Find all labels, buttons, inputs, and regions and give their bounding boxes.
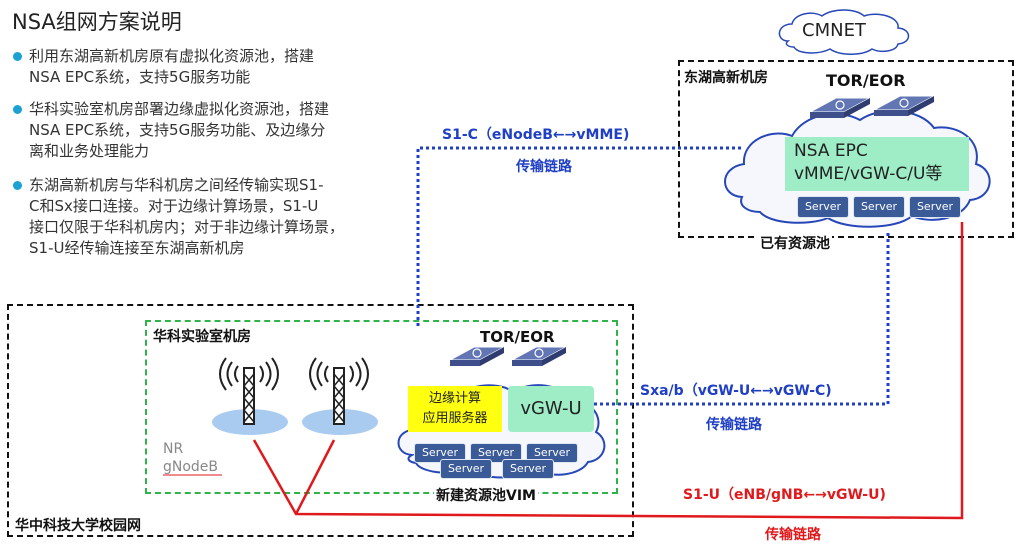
huake-room-label: 华科实验室机房 — [153, 329, 251, 345]
huake-switch-label: TOR/EOR — [480, 328, 555, 346]
bullet-1-line-1: 利用东湖高新机房原有虚拟化资源池，搭建 — [29, 47, 315, 65]
bullet-3-line-3: 接口仅限于华科机房内；对于非边缘计算场景， — [29, 218, 345, 236]
sxa-link-line — [594, 230, 890, 406]
donghu-switch-icon — [873, 95, 935, 116]
nr-label: NR — [163, 441, 184, 457]
donghu-room-label: 东湖高新机房 — [684, 70, 768, 86]
antenna-tower-icon — [302, 357, 378, 435]
huake-server: Server — [502, 459, 554, 479]
s1c-link-label: S1-C（eNodeB←→vMME) — [442, 127, 630, 143]
donghu-epc-line-1: NSA EPC — [794, 141, 868, 161]
edge-app-server-box: 边缘计算 应用服务器 — [408, 386, 502, 432]
bullet-3-line-1: 东湖高新机房与华科机房之间经传输实现S1- — [29, 176, 324, 194]
bullet-3-line-4: S1-U经传输连接至东湖高新机房 — [29, 239, 245, 257]
cmnet-cloud-icon — [778, 9, 910, 55]
huake-room-box — [145, 320, 618, 494]
s1c-transport-label: 传输链路 — [516, 159, 572, 175]
bullet-2-line-2: NSA EPC系统，支持5G服务功能、及边缘分 — [29, 121, 326, 139]
s1c-link-line — [416, 146, 742, 326]
bullet-2-line-1: 华科实验室机房部署边缘虚拟化资源池，搭建 — [29, 100, 330, 118]
cmnet-label: CMNET — [802, 20, 866, 41]
s1u-transport-label: 传输链路 — [765, 527, 821, 543]
s1u-link-line — [252, 222, 964, 520]
gnodeb-label: gNodeB — [163, 459, 219, 475]
bullet-dot-icon — [13, 181, 22, 190]
donghu-pool-label: 已有资源池 — [758, 233, 832, 253]
huake-server: Server — [414, 443, 466, 463]
bullet-dot-icon — [13, 105, 22, 114]
vgw-u-box: vGW-U — [508, 386, 594, 432]
donghu-switch-label: TOR/EOR — [826, 71, 906, 90]
bullet-dot-icon — [13, 52, 22, 61]
antenna-tower-icon — [212, 357, 288, 435]
campus-network-label: 华中科技大学校园网 — [15, 518, 141, 534]
bullet-2-line-3: 离和业务处理能力 — [29, 142, 150, 160]
donghu-epc-box: NSA EPC vMME/vGW-C/U等 — [785, 137, 969, 191]
huake-switch-icon — [449, 346, 505, 366]
sxa-transport-label: 传输链路 — [706, 417, 762, 433]
donghu-server: Server — [797, 196, 849, 218]
edge-app-server-line-1: 边缘计算 — [428, 391, 481, 406]
edge-app-server-line-2: 应用服务器 — [422, 411, 488, 426]
s1u-link-line — [294, 439, 336, 515]
donghu-epc-line-2: vMME/vGW-C/U等 — [794, 164, 943, 184]
huake-server: Server — [440, 459, 492, 479]
donghu-switch-icon — [809, 97, 871, 118]
huake-server: Server — [470, 443, 522, 463]
huake-pool-label: 新建资源池VIM — [434, 485, 538, 505]
page-title: NSA组网方案说明 — [12, 10, 182, 34]
bullet-1-line-2: NSA EPC系统，支持5G服务功能 — [29, 68, 251, 86]
donghu-server: Server — [853, 196, 905, 218]
campus-network-box — [7, 304, 634, 537]
sxa-link-label: Sxa/b（vGW-U←→vGW-C) — [640, 383, 832, 399]
donghu-server: Server — [909, 196, 961, 218]
huake-switch-icon — [511, 346, 567, 366]
bullet-3-line-2: C和Sx接口连接。对于边缘计算场景，S1-U — [29, 197, 319, 215]
s1u-link-label: S1-U（eNB/gNB←→vGW-U) — [683, 487, 886, 503]
